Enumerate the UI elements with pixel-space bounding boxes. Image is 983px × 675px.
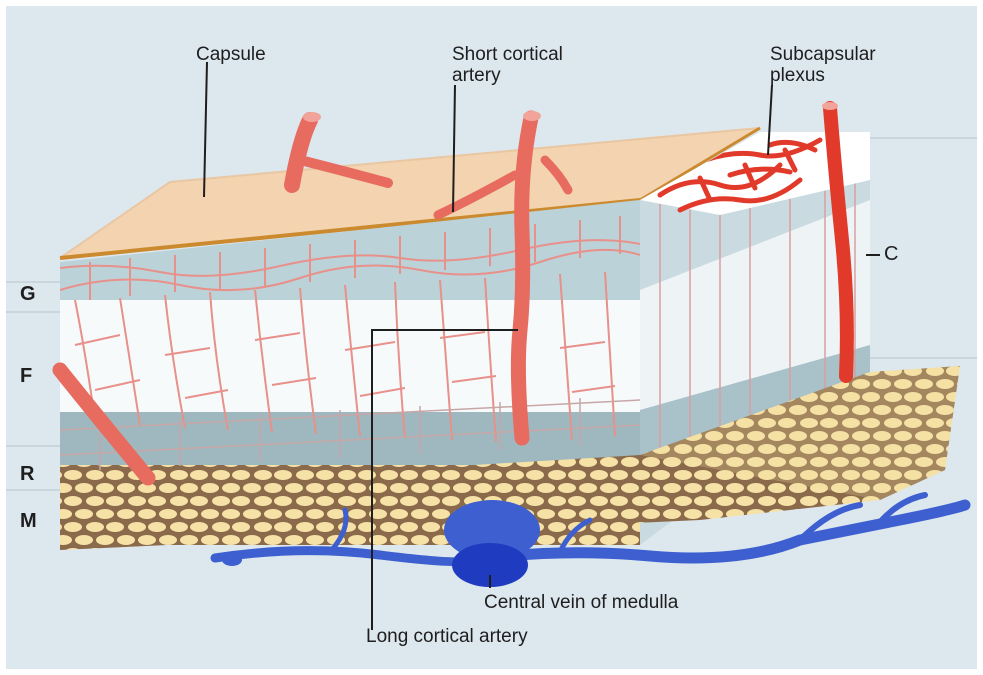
subcapsular-plexus-label-line1: Subcapsular (770, 44, 876, 65)
zone-f-label: F (20, 365, 32, 388)
short-cortical-artery-label-line1: Short cortical (452, 44, 563, 65)
subcapsular-plexus-label-line2: plexus (770, 65, 825, 86)
zone-m-label: M (20, 510, 37, 533)
short-cortical-artery-label-line2: artery (452, 65, 501, 86)
central-vein-label: Central vein of medulla (484, 592, 678, 613)
long-cortical-artery-label: Long cortical artery (366, 626, 528, 647)
capsule-label: Capsule (196, 44, 266, 65)
zone-c-label: C (884, 244, 898, 265)
zone-g-label: G (20, 283, 36, 306)
zone-r-label: R (20, 463, 34, 486)
